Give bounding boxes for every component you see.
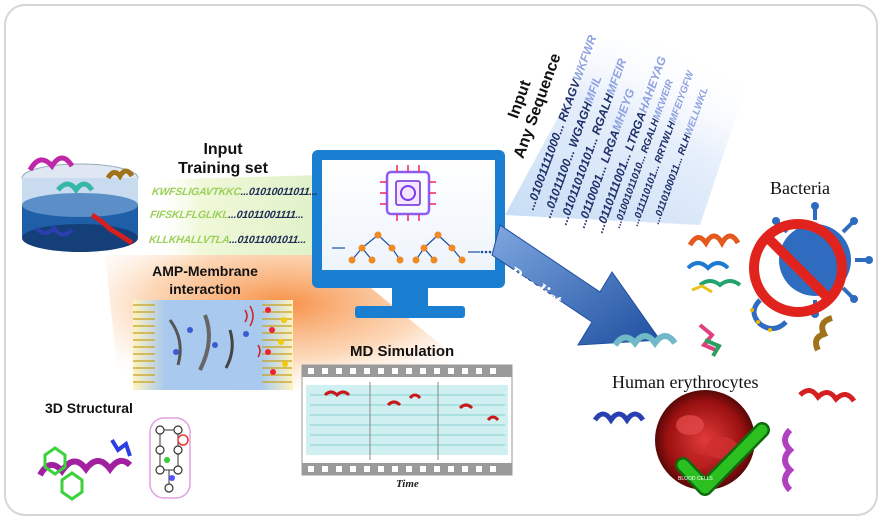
md-time-axis-label: Time — [396, 478, 419, 490]
peptide-brown — [813, 315, 833, 352]
structural-panel — [37, 417, 191, 501]
blood-cells-caption: BLOOD CELLS — [678, 476, 713, 482]
peptide-red — [798, 388, 857, 403]
training-seq-3: KLLKHALLVTLA — [148, 234, 231, 246]
membrane-panel — [133, 300, 293, 390]
erythrocyte-image — [655, 390, 755, 490]
database-icon — [21, 155, 139, 252]
training-title-line2: Training set — [178, 160, 268, 177]
md-simulation-panel — [301, 364, 513, 476]
md-simulation-label: MD Simulation — [350, 343, 455, 360]
training-glow — [150, 175, 320, 255]
training-title-line1: Input — [203, 141, 243, 158]
amp-membrane-label: AMP-Membrane interaction — [130, 262, 280, 298]
bacteria-label: Bacteria — [770, 178, 830, 198]
training-bits-3: ...01011001011... — [228, 234, 308, 246]
computer-monitor-icon — [312, 150, 505, 318]
training-bits-1: ...01010011011... — [239, 186, 319, 198]
training-seq-2: FIFSKLFLGLIKL — [149, 209, 230, 221]
peptide-teal — [612, 333, 678, 349]
training-bits-2: ...01011001111... — [227, 209, 305, 221]
structural-label: 3D Structural — [45, 400, 133, 416]
training-row-3: KLLKHALLVTLA...01011001011... — [148, 234, 307, 246]
amp-label-line1: AMP-Membrane — [152, 263, 258, 279]
bacteria-cluster — [686, 202, 873, 332]
amp-label-line2: interaction — [169, 281, 241, 297]
check-icon — [677, 424, 768, 494]
training-seq-1: KWFSLIGAVTKKC — [151, 186, 242, 198]
erythrocytes-label: Human erythrocytes — [612, 372, 759, 392]
peptide-blue — [592, 411, 646, 425]
training-row-1: KWFSLIGAVTKKC...01010011011... — [151, 186, 318, 198]
training-row-2: FIFSKLFLGLIKL...01011001111... — [149, 209, 304, 221]
training-title: Input Training set — [175, 140, 271, 178]
peptide-purple — [782, 427, 795, 493]
sequence-beam — [505, 40, 760, 225]
